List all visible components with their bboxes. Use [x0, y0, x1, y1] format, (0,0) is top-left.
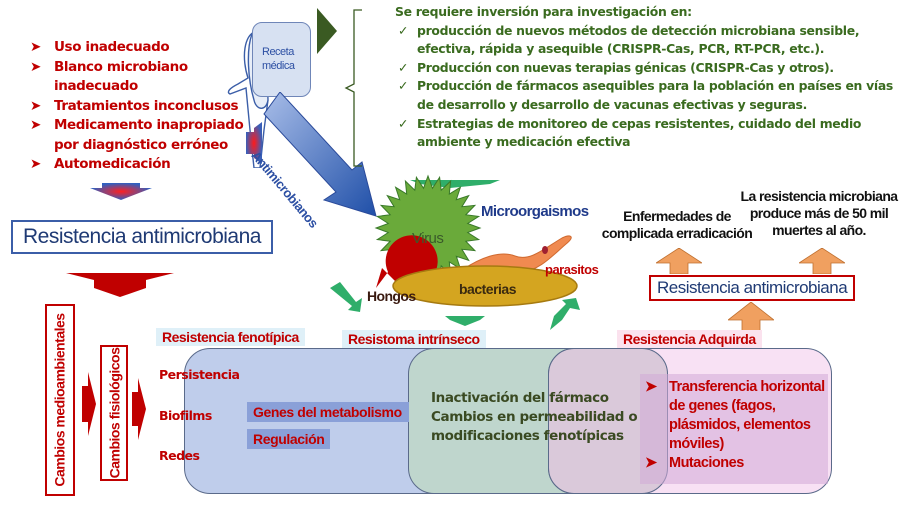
check-icon: ✓: [398, 59, 409, 75]
intrinsic-line: modificaciones fenotípicas: [431, 428, 624, 444]
green-arrow-icon: [550, 298, 580, 330]
phenotypic-item: Persistencia: [159, 367, 240, 382]
deaths-line: La resistencia microbiana: [740, 188, 899, 204]
research-title: Se requiere inversión para investigación…: [395, 4, 692, 19]
virus-label: Virus: [412, 230, 444, 247]
acquired-title: Resistencia Adquirda: [617, 330, 762, 348]
arrow-bullet-icon: ➤: [30, 117, 41, 133]
microorganisms-title: Microorgaismos: [481, 203, 589, 220]
environmental-changes-box: Cambios medioambientales: [45, 304, 75, 496]
acquired-list-bg: [640, 374, 828, 484]
fungi-label: Hongos: [367, 288, 416, 304]
resistance-box-left: Resistencia antimicrobiana: [11, 220, 273, 254]
research-text: Estrategias de monitoreo de cepas resist…: [417, 115, 862, 131]
research-text: Producción con nuevas terapias génicas (…: [417, 59, 834, 75]
antimicrobials-arrow: [263, 92, 377, 217]
green-arrow-icon: [330, 282, 362, 312]
right-arrow-icon: [132, 378, 146, 440]
arrow-bullet-icon: ➤: [645, 379, 657, 395]
cause-item: ➤ Uso inadecuado: [30, 38, 243, 58]
intrinsic-line: Inactivación del fármaco: [431, 390, 609, 406]
arrow-bullet-icon: ➤: [30, 156, 41, 172]
up-arrow-orange-icon: [799, 248, 845, 274]
causes-list: ➤ Uso inadecuado ➤ Blanco microbiano inadec…: [30, 38, 244, 175]
research-item: ✓ Estrategias de monitoreo de cepas resis…: [395, 115, 893, 152]
down-arrow-icon: [90, 183, 152, 200]
environmental-changes-label: Cambios medioambientales: [52, 313, 69, 487]
phenotypic-item: Redes: [159, 448, 200, 463]
phenotypic-title: Resistencia fenotípica: [156, 328, 305, 346]
physiological-changes-label: Cambios fisiológicos: [106, 347, 122, 479]
right-arrow-icon: [82, 372, 96, 436]
phenotypic-item: Biofilms: [159, 408, 212, 423]
cause-item: ➤ Blanco microbiano inadecuado: [30, 58, 243, 97]
research-text: producción de nuevos métodos de detecció…: [417, 22, 860, 38]
physiological-changes-box: Cambios fisiológicos: [100, 345, 128, 481]
down-arrow-red-icon: [66, 273, 174, 297]
prescription-line: Receta: [262, 46, 294, 58]
deaths-line: muertes al año.: [772, 222, 866, 238]
research-item: ✓ Producción con nuevas terapias génicas …: [395, 59, 893, 78]
intrinsic-text: Inactivación del fármaco Cambios en perm…: [431, 389, 638, 446]
brace-icon: [344, 9, 362, 167]
deaths-line: produce más de 50 mil: [749, 205, 889, 221]
research-text: de desarrollo y desarrollo de vacunas ef…: [417, 96, 808, 112]
check-icon: ✓: [398, 78, 409, 94]
resistance-box-right: Resistencia antimicrobiana: [649, 275, 856, 301]
down-arrow-green-icon: [410, 180, 500, 188]
cause-text: Automedicación: [54, 156, 171, 172]
left-arrow-icon: [246, 122, 262, 164]
cause-text: Tratamientos inconclusos: [54, 97, 239, 114]
disease-line: complicada erradicación: [601, 225, 753, 241]
arrow-bullet-icon: ➤: [30, 39, 41, 55]
research-text: Producción de fármacos asequibles para l…: [417, 78, 893, 94]
prescription-card: [252, 22, 311, 97]
cause-text: por diagnóstico erróneo: [54, 136, 228, 153]
arrow-bullet-icon: ➤: [30, 58, 41, 75]
check-icon: ✓: [398, 22, 409, 38]
acquired-text: móviles): [669, 436, 724, 452]
cause-item: ➤ Tratamientos inconclusos: [30, 97, 243, 117]
acquired-text: Mutaciones: [669, 455, 744, 471]
acquired-item: ➤ Mutaciones: [645, 454, 825, 473]
acquired-text: Transferencia horizontal: [669, 379, 825, 395]
research-text: efectiva, rápida y asequible (CRISPR-Cas…: [417, 41, 825, 57]
acquired-item: ➤ Transferencia horizontal de genes (fagos…: [645, 378, 825, 454]
parasites-label: parasitos: [545, 262, 599, 277]
acquired-list: ➤ Transferencia horizontal de genes (fagos…: [645, 378, 825, 473]
acquired-text: plásmidos, elementos: [669, 417, 811, 433]
down-arrow-green-icon: [445, 316, 485, 326]
prescription-label: Receta médica: [262, 45, 295, 73]
metabolism-genes-tag: Genes del metabolismo: [247, 402, 409, 422]
bacteria-icon: [392, 265, 578, 307]
up-arrow-orange-icon: [656, 248, 702, 274]
bacteria-label: bacterias: [459, 281, 516, 297]
cause-text: Blanco microbiano: [54, 58, 188, 75]
right-arrow-green-icon: [317, 8, 337, 54]
research-item: ✓ Producción de fármacos asequibles para …: [395, 77, 893, 114]
cause-item: ➤ Automedicación: [30, 155, 243, 175]
cause-item: ➤ Medicamento inapropiado por diagnóstico …: [30, 116, 244, 155]
parasite-nucleus: [542, 246, 548, 254]
check-icon: ✓: [398, 115, 409, 131]
acquired-text: de genes (fagos,: [669, 398, 776, 414]
disease-line: Enfermedades de: [623, 208, 731, 224]
research-list: Se requiere inversión para investigación…: [395, 3, 893, 152]
arrow-bullet-icon: ➤: [30, 97, 41, 114]
cause-text: inadecuado: [54, 78, 138, 94]
cause-text: Uso inadecuado: [54, 39, 170, 55]
research-item: ✓ producción de nuevos métodos de detecci…: [395, 22, 893, 59]
regulation-tag: Regulación: [247, 429, 331, 449]
microorganisms-illustration: [330, 174, 580, 330]
intrinsic-title: Resistoma intrínseco: [342, 330, 486, 348]
arrow-bullet-icon: ➤: [645, 455, 657, 471]
up-arrow-orange-icon: [728, 302, 774, 332]
research-text: ambiente y medicación efectiva: [417, 134, 631, 150]
intrinsic-line: Cambios en permeabilidad o: [431, 409, 638, 425]
cause-text: Medicamento inapropiado: [54, 117, 244, 133]
prescription-line: médica: [262, 60, 295, 72]
